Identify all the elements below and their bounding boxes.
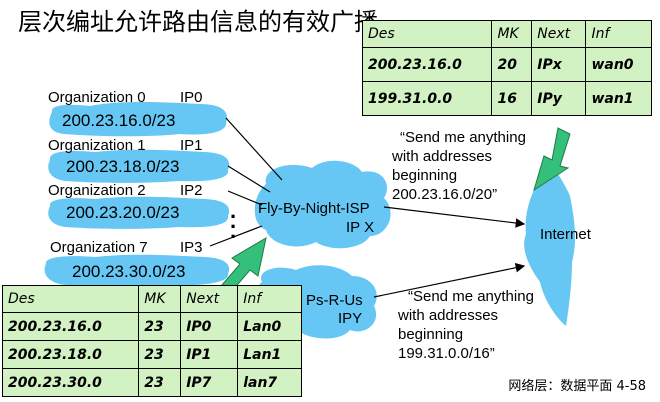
green-arrow-down (533, 127, 571, 192)
col-next: Next (180, 285, 239, 313)
org0-name: Organization 0 (48, 89, 146, 106)
org2-ip: IP2 (180, 182, 203, 199)
org1-prefix: 200.23.18.0/23 (66, 157, 180, 176)
isp1-cloud (254, 160, 391, 249)
table-row: 200.23.18.0 23 IP1 Lan1 (1, 340, 302, 369)
slide-footer: 网络层：数据平面 4-58 (508, 379, 646, 394)
slide-title: 层次编址允许路由信息的有效广播 (18, 8, 378, 36)
routing-table-bottom: Des MK Next Inf 200.23.16.0 23 IP0 Lan0 … (1, 285, 302, 397)
cell: IP1 (180, 340, 239, 369)
cell: 200.23.30.0 (1, 368, 140, 397)
org0-ip: IP0 (180, 89, 203, 106)
ellipsis: . . . (230, 198, 237, 243)
cell: 23 (138, 312, 182, 341)
cell: IP0 (180, 312, 239, 341)
table-row: 199.31.0.0 16 IPy wan1 (361, 81, 652, 116)
quote-isp2-line: beginning (398, 326, 464, 343)
cell: 16 (491, 81, 533, 116)
col-mk: MK (491, 20, 533, 48)
cell: wan1 (585, 81, 652, 116)
table-row: 200.23.16.0 20 IPx wan0 (361, 47, 652, 82)
table-header-row: Des MK Next Inf (361, 20, 652, 48)
cell: IP7 (180, 368, 239, 397)
org7-name: Organization 7 (50, 239, 148, 256)
table-row: 200.23.30.0 23 IP7 lan7 (1, 368, 302, 397)
org7-prefix: 200.23.30.0/23 (72, 262, 186, 281)
cell: wan0 (585, 47, 652, 82)
quote-isp2-line: 199.31.0.0/16” (398, 345, 495, 362)
org0-prefix: 200.23.16.0/23 (62, 111, 176, 130)
col-des: Des (361, 20, 493, 48)
cell: IPy (531, 81, 587, 116)
cell: IPx (531, 47, 587, 82)
cell: 23 (138, 340, 182, 369)
org7-ip: IP3 (180, 239, 203, 256)
cell: 200.23.18.0 (1, 340, 140, 369)
org1-ip: IP1 (180, 137, 203, 154)
cell: 200.23.16.0 (361, 47, 493, 82)
org7-cloud (44, 254, 230, 287)
cell: 20 (491, 47, 533, 82)
org2-name: Organization 2 (48, 182, 146, 199)
isp1-name: Fly-By-Night-ISP (258, 200, 370, 217)
quote-isp1-line: beginning (392, 167, 458, 184)
isp2-name: Ps-R-Us (306, 292, 363, 309)
col-inf: Inf (237, 285, 302, 313)
org2-cloud (48, 196, 230, 229)
isp2-ip: IPY (338, 310, 363, 327)
col-inf: Inf (585, 20, 652, 48)
cell: 23 (138, 368, 182, 397)
quote-isp1-line: 200.23.16.0/20” (392, 186, 498, 203)
quote-isp2: “Send me anything with addresses beginni… (398, 287, 534, 363)
quote-isp1: “Send me anything with addresses beginni… (392, 128, 526, 204)
org2-prefix: 200.23.20.0/23 (66, 203, 180, 222)
quote-isp2-line: with addresses (398, 307, 499, 324)
isp1-ip: IP X (346, 219, 375, 236)
table-header-row: Des MK Next Inf (1, 285, 302, 313)
cell: 199.31.0.0 (361, 81, 493, 116)
quote-isp1-line: “Send me anything (400, 129, 526, 146)
org1-name: Organization 1 (48, 137, 146, 154)
cell: Lan1 (237, 340, 302, 369)
col-mk: MK (138, 285, 182, 313)
org1-cloud (48, 149, 230, 183)
internet-label: Internet (540, 226, 591, 243)
cell: Lan0 (237, 312, 302, 341)
cell: lan7 (237, 368, 302, 397)
org0-cloud (49, 102, 227, 137)
routing-table-top: Des MK Next Inf 200.23.16.0 20 IPx wan0 … (361, 20, 652, 116)
table-row: 200.23.16.0 23 IP0 Lan0 (1, 312, 302, 341)
quote-isp2-line: “Send me anything (408, 288, 534, 305)
quote-isp1-line: with addresses (392, 148, 493, 165)
col-des: Des (1, 285, 140, 313)
col-next: Next (531, 20, 587, 48)
internet-cloud (524, 160, 576, 326)
cell: 200.23.16.0 (1, 312, 140, 341)
